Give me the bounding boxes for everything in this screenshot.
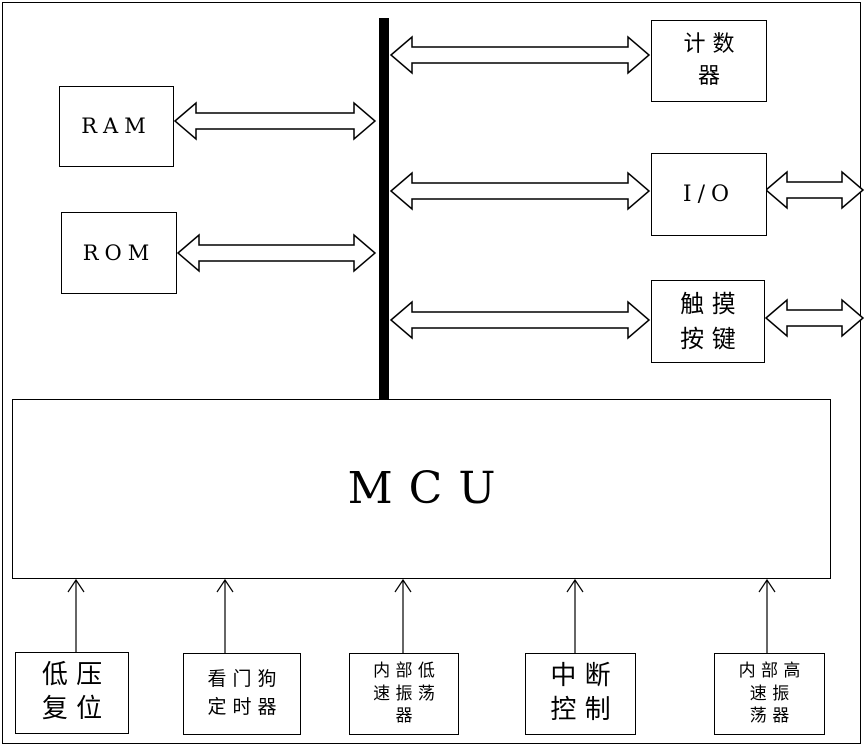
ram-label: RAM: [81, 114, 152, 139]
arrow-bus-touch-key: [389, 300, 651, 340]
low-voltage-reset-label: 低 压 复 位: [41, 660, 103, 724]
arrow-bus-io: [389, 171, 651, 211]
arrow-watchdog-to-mcu: [216, 578, 234, 653]
watchdog-timer-block: 看 门 狗 定 时 器: [183, 653, 301, 735]
interrupt-control-block: 中 断 控 制: [525, 653, 636, 735]
watchdog-timer-label: 看 门 狗 定 时 器: [207, 668, 277, 718]
rom-label: ROM: [82, 240, 156, 265]
arrow-ram-bus: [173, 101, 377, 141]
arrow-internal-high-osc-to-mcu: [758, 578, 776, 653]
arrow-interrupt-control-to-mcu: [566, 578, 584, 653]
touch-key-label: 触 摸 按 键: [680, 289, 736, 353]
low-voltage-reset-block: 低 压 复 位: [15, 652, 129, 734]
counter-label: 计 数 器: [683, 32, 735, 89]
mcu-block: MCU: [12, 399, 831, 579]
rom-block: ROM: [61, 212, 177, 294]
internal-low-osc-label: 内 部 低 速 振 荡 器: [373, 660, 435, 727]
interrupt-control-label: 中 断 控 制: [550, 661, 611, 725]
touch-key-block: 触 摸 按 键: [651, 280, 765, 363]
arrow-touch-key-external: [764, 298, 865, 338]
arrow-io-external: [764, 170, 865, 210]
internal-low-osc-block: 内 部 低 速 振 荡 器: [349, 653, 459, 735]
ram-block: RAM: [59, 86, 174, 167]
io-block: I/O: [651, 153, 767, 236]
internal-high-osc-block: 内 部 高 速 振 荡 器: [714, 653, 825, 735]
arrow-low-voltage-reset-to-mcu: [67, 578, 85, 652]
arrow-bus-counter: [389, 35, 651, 75]
io-label: I/O: [682, 181, 736, 207]
system-bus: [379, 18, 389, 400]
arrow-internal-low-osc-to-mcu: [394, 578, 412, 653]
internal-high-osc-label: 内 部 高 速 振 荡 器: [738, 660, 801, 727]
counter-block: 计 数 器: [651, 20, 767, 102]
mcu-label: MCU: [347, 463, 512, 515]
arrow-rom-bus: [176, 233, 377, 273]
